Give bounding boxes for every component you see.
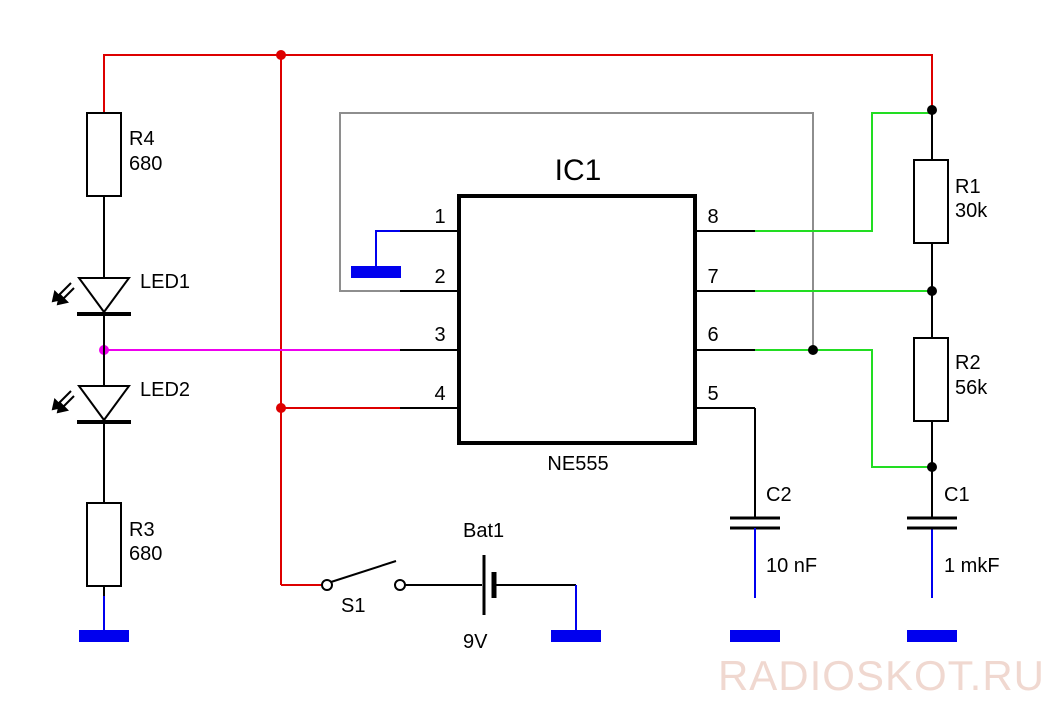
r3-name: R3: [129, 519, 155, 541]
r2-name: R2: [955, 352, 981, 374]
r4-value: 680: [129, 153, 162, 175]
r3-resistor: [86, 502, 122, 587]
pin-label-2: 2: [434, 266, 445, 288]
pin-label-6: 6: [707, 324, 718, 346]
timing-wires: [755, 112, 932, 468]
pin-label-8: 8: [707, 206, 718, 228]
pin-label-5: 5: [707, 383, 718, 405]
ic-body: [457, 194, 697, 445]
r3-value: 680: [129, 543, 162, 565]
switch-lever: [330, 560, 397, 583]
ground-symbols: [79, 266, 957, 642]
ground-icon: [351, 266, 401, 278]
rc-junctions: [808, 105, 937, 472]
junction-dot: [927, 462, 937, 472]
switch-contact: [394, 579, 406, 591]
s1-name: S1: [341, 595, 365, 617]
pin-label-4: 4: [434, 383, 445, 405]
led2-name: LED2: [140, 379, 190, 401]
ground-icon: [79, 630, 129, 642]
switch-s1: [321, 560, 406, 591]
pin8-wire: [755, 112, 932, 232]
pin-label-7: 7: [707, 266, 718, 288]
pin2-to-pin6-wire: [339, 112, 814, 350]
led1-symbol: [51, 277, 131, 316]
r2-value: 56k: [955, 377, 988, 399]
bat1-name: Bat1: [463, 520, 504, 542]
c2-capacitor: [730, 516, 780, 530]
ground-icon: [907, 630, 957, 642]
c2-value: 10 nF: [766, 555, 817, 577]
c1-value: 1 mkF: [944, 555, 1000, 577]
power-junctions: [276, 50, 286, 413]
top-power-rail: [103, 54, 933, 113]
power-wires: [103, 54, 933, 586]
ic-pin-leads: [400, 230, 755, 409]
pin-label-1: 1: [434, 206, 445, 228]
pin6-wire: [755, 349, 932, 468]
r2-resistor: [913, 337, 949, 422]
c2-name: C2: [766, 484, 792, 506]
led2-symbol: [51, 385, 131, 424]
led2-emission-arrows-icon: [51, 390, 75, 414]
ic-part-number: NE555: [547, 453, 608, 475]
switch-contact: [321, 579, 333, 591]
junction-dot: [276, 403, 286, 413]
bat1-voltage: 9V: [463, 631, 488, 653]
battery-bat1: [482, 555, 497, 615]
ground-icon: [551, 630, 601, 642]
led1-emission-arrows-icon: [51, 282, 75, 306]
watermark: RADIOSKOT.RU: [718, 652, 1045, 699]
r4-name: R4: [129, 128, 155, 150]
led1-name: LED1: [140, 271, 190, 293]
led2-triangle: [77, 385, 131, 422]
pin1-ground-wire: [375, 230, 400, 266]
c1-name: C1: [944, 484, 970, 506]
c1-capacitor: [907, 516, 957, 530]
r4-resistor: [86, 112, 122, 197]
junction-dot: [927, 286, 937, 296]
junction-dot: [808, 345, 818, 355]
led1-triangle: [77, 277, 131, 314]
ground-icon: [730, 630, 780, 642]
junction-dot: [927, 105, 937, 115]
ic-title: IC1: [555, 154, 602, 187]
junction-dot: [276, 50, 286, 60]
r1-name: R1: [955, 176, 981, 198]
r1-value: 30k: [955, 200, 988, 222]
pin-label-3: 3: [434, 324, 445, 346]
r1-resistor: [913, 159, 949, 244]
